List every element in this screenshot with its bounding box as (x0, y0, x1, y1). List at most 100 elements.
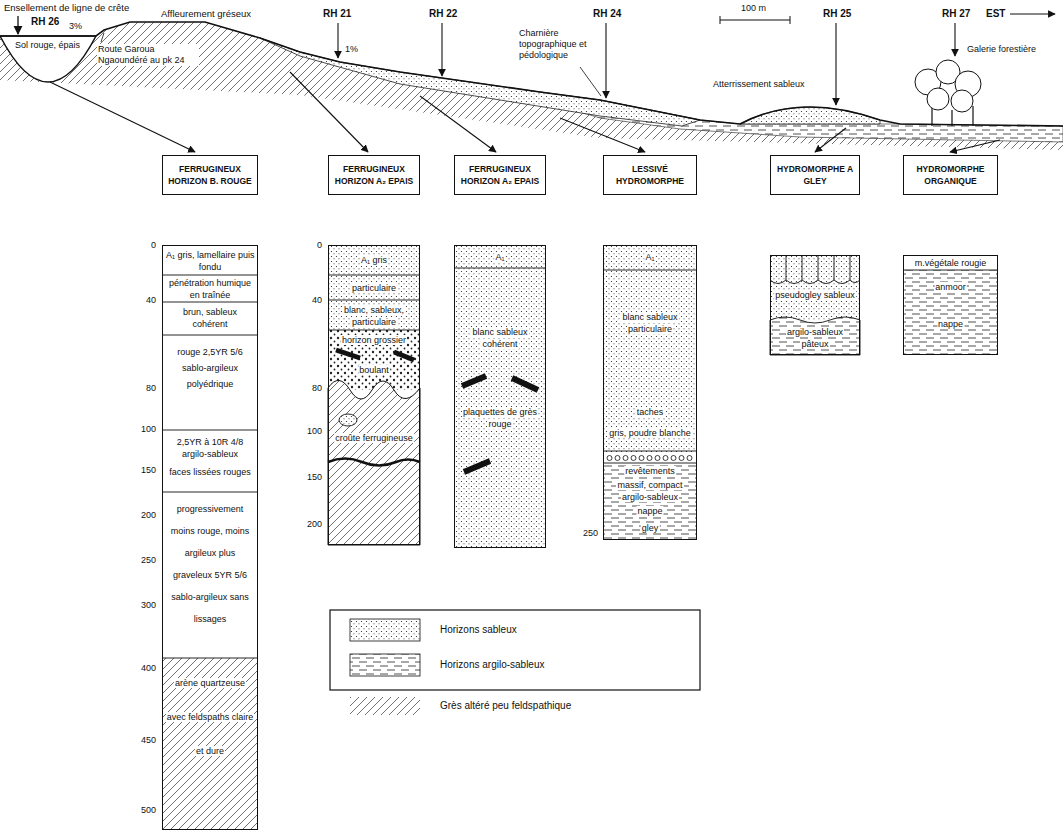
text-slot: A₁ (494, 251, 505, 263)
profile-id: RH 24 (592, 8, 622, 20)
clay-horizon (603, 463, 697, 540)
horizon-text: rouge 2,5YR 5/6 sablo-argileux polyédriq… (176, 347, 244, 389)
pointer-arrow (441, 23, 442, 76)
slope-value: 1% (344, 44, 359, 55)
text-slot: rouge 2,5YR 5/6 sablo-argileux polyédriq… (165, 344, 255, 392)
text-slot: pénétration humique en traînée (165, 277, 255, 301)
soil-profile: A₁ gris, lamellaire puis fondu pénétratio… (162, 245, 258, 830)
legend-text: Horizons sableux (440, 624, 517, 636)
horizon-text: blanc, sableux, particulaire (343, 305, 405, 327)
road-note: Route Garoua Ngaoundéré au pk 24 (97, 44, 199, 66)
sandy-horizon (328, 245, 420, 390)
text-slot: gley (641, 522, 660, 534)
slope-value: 3% (68, 21, 83, 32)
legend-sample (350, 654, 420, 676)
legend-frame (330, 610, 700, 690)
pointer-arrow (17, 16, 18, 34)
horizon-text: pseudogley sableux (774, 290, 856, 300)
tree-crown (927, 88, 949, 110)
horizon-text: blanc sableux particulaire (621, 312, 678, 334)
ground-surface (0, 22, 1063, 126)
sandstone-plate (464, 461, 490, 472)
weathered-sandstone (328, 380, 420, 545)
horizon-text: blanc sableux cohérent (471, 327, 528, 349)
horizon-text: revêtements (624, 466, 676, 476)
horizon-text: A₁ (644, 252, 655, 262)
text-slot: horizon grossier (341, 334, 407, 346)
horizon-boundary (454, 268, 546, 269)
soil-type-name: FERRUGINEUX HORIZON A₂ EPAIS (332, 163, 416, 187)
horizon-text: A₁ gris, lamellaire puis fondu (165, 250, 256, 272)
red-soil-basin (0, 36, 96, 82)
text-slot: blanc sableux particulaire (606, 311, 694, 335)
pointer-arrow (337, 23, 338, 58)
text-slot: faces lissées rouges (168, 466, 252, 478)
soil-note: Sol rouge, épais (14, 40, 81, 51)
text-slot: croûte ferrugineuse (334, 432, 414, 444)
profile-id: RH 26 (30, 16, 60, 28)
soil-profile: A₁ gris particulaire blanc, sableux, parti… (328, 245, 420, 545)
horizon-text: A₁ gris (360, 255, 388, 265)
east-arrow (1010, 13, 1055, 14)
horizon-text: 2,5YR à 10R 4/8 argilo-sableux (176, 437, 245, 459)
text-slot: m.végétale rougie (914, 257, 988, 269)
profile-id: RH 27 (941, 8, 971, 20)
soil-type-name: HYDROMORPHE A GLEY (774, 163, 856, 187)
horizon-text: gley (641, 523, 660, 533)
horizon-text: pénétration humique en traînée (168, 278, 252, 300)
horizon-text: m.végétale rougie (914, 258, 988, 268)
soil-profile: A₁blanc sableux particulairetachesgris, … (603, 245, 697, 540)
tree-trunk (972, 106, 973, 126)
soil-type-box: LESSIVÉ HYDROMORPHE (603, 155, 697, 195)
depth-mark: 400 (140, 663, 157, 674)
text-slot: A₁ gris, lamellaire puis fondu (165, 249, 255, 273)
tree-trunk (951, 110, 952, 126)
soil-profile: A₁ blanc sableux cohérent plaquettes de gr… (454, 245, 546, 548)
text-slot: gris, poudre blanche (608, 428, 692, 439)
soil-type-box: FERRUGINEUX HORIZON A₂ EPAIS (454, 155, 546, 195)
depth-mark: 100 (140, 424, 157, 435)
scale-tick (790, 16, 791, 24)
sand-pocket (339, 414, 357, 426)
tree-trunk (931, 108, 932, 126)
sandy-horizon (770, 255, 860, 320)
text-slot: argilo-sableux pâteux (773, 326, 857, 350)
text-slot: progressivement moins rouge, moins argil… (165, 498, 255, 630)
leader-line (101, 33, 104, 42)
legend-text: Grès altéré peu feldspathique (440, 700, 571, 712)
horizon-boundary (603, 270, 697, 463)
sandy-horizon (603, 245, 697, 452)
depth-mark: 0 (150, 240, 157, 251)
weathered-sandstone (162, 658, 258, 830)
depth-mark: 0 (316, 240, 323, 251)
horizon-text: faces lissées rouges (168, 467, 252, 477)
horizon-text: arène quartzeuse avec feldspaths claire … (166, 678, 255, 756)
horizon-text: boulant (358, 365, 390, 375)
horizon-boundary (162, 275, 258, 658)
site-note: Ensellement de ligne de crête (3, 2, 130, 13)
prismatic-cracks (770, 255, 860, 284)
text-slot: plaquettes de grès rouge (457, 406, 543, 430)
soil-type-box: FERRUGINEUX HORIZON A₂ EPAIS (328, 155, 420, 195)
text-slot: A₁ gris (360, 254, 388, 266)
soil-type-name: FERRUGINEUX HORIZON A₂ EPAIS (458, 163, 542, 187)
pointer-arrow (605, 23, 606, 98)
leader-line (580, 67, 601, 96)
depth-mark: 150 (306, 472, 323, 483)
horizon-text: horizon grossier (341, 335, 407, 345)
depth-mark: 150 (140, 465, 157, 476)
sandstone-plate (462, 376, 486, 386)
pointer-arrow (835, 23, 836, 105)
text-slot: blanc sableux cohérent (457, 326, 543, 350)
scale-tick (720, 16, 721, 24)
text-slot: particulaire (351, 282, 397, 294)
sandstone-substrate (0, 22, 1063, 150)
depth-mark: 200 (306, 519, 323, 530)
soil-type-box: HYDROMORPHE ORGANIQUE (903, 155, 998, 195)
depth-mark: 300 (140, 600, 157, 611)
coating-marks (607, 456, 692, 461)
sandy-horizon (454, 245, 546, 548)
horizon-boundary (903, 270, 998, 271)
legend-sample (350, 697, 420, 715)
depth-mark: 40 (145, 295, 157, 306)
